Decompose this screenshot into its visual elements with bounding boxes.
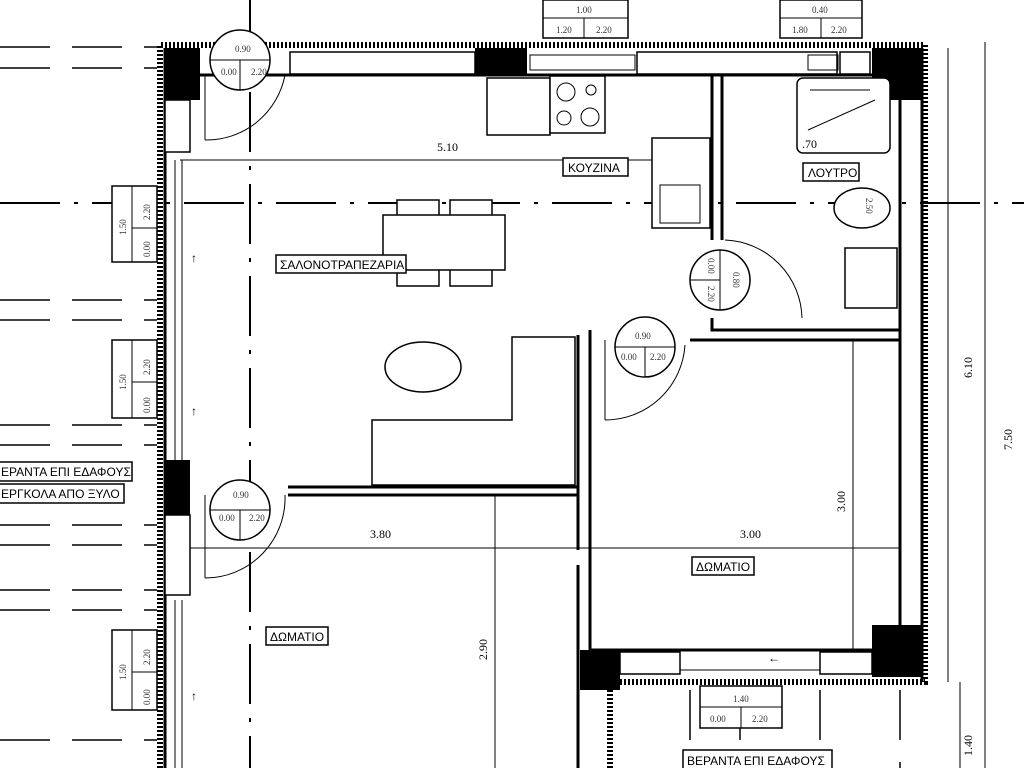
label-bedroom-right: ΔΩΜΑΤΙΟ [691, 556, 755, 576]
svg-text:1.50: 1.50 [118, 664, 128, 680]
bathroom-fixtures [796, 77, 898, 309]
svg-text:0.90: 0.90 [233, 490, 249, 500]
label-kitchen: ΚΟΥΖΙΝΑ [562, 157, 629, 177]
svg-text:ΒΕΡΑΝΤΑ ΕΠΙ ΕΔΑΦΟΥΣ: ΒΕΡΑΝΤΑ ΕΠΙ ΕΔΑΦΟΥΣ [687, 754, 825, 768]
pergola-lines [0, 46, 901, 768]
svg-text:0.00: 0.00 [621, 352, 637, 362]
window-tag-left-2: 1.50 2.20 0.00 [111, 339, 158, 419]
svg-text:1.50: 1.50 [118, 374, 128, 390]
svg-text:1.20: 1.20 [556, 25, 572, 35]
interior-walls [288, 75, 902, 768]
door-tag-bathroom: 0.80 0.00 2.20 [689, 249, 751, 311]
washbasin [844, 247, 898, 309]
svg-text:ΣΑΛΟΝΟΤΡΑΠΕΖΑΡΙΑ: ΣΑΛΟΝΟΤΡΑΠΕΖΑΡΙΑ [280, 258, 404, 272]
dim-left-room-width: 3.80 [370, 527, 391, 541]
svg-text:1.80: 1.80 [792, 25, 808, 35]
label-veranda-left: ΕΡΑΝΤΑ ΕΠΙ ΕΔΑΦΟΥΣ [0, 461, 133, 482]
coffee-table [384, 341, 462, 393]
svg-text:2.20: 2.20 [752, 714, 768, 724]
svg-text:0.90: 0.90 [235, 44, 251, 54]
svg-text:2.20: 2.20 [251, 67, 267, 77]
dim-kitchen-width: 5.10 [437, 140, 458, 154]
svg-text:1.00: 1.00 [576, 5, 592, 15]
door-swings [204, 74, 803, 579]
door-tag-bedroom-left: 0.90 0.00 2.20 [209, 479, 271, 541]
svg-text:0.00: 0.00 [706, 258, 716, 274]
svg-text:2.20: 2.20 [831, 25, 847, 35]
window-tag-bottom: 1.40 0.00 2.20 [699, 685, 783, 729]
svg-text:↑: ↑ [191, 251, 197, 265]
window-tag-left-1: 1.50 2.20 0.00 [111, 185, 158, 263]
svg-text:↑: ↑ [191, 404, 197, 418]
label-living-dining: ΣΑΛΟΝΟΤΡΑΠΕΖΑΡΙΑ [275, 254, 407, 274]
svg-text:2.20: 2.20 [142, 204, 152, 220]
svg-text:0.00: 0.00 [219, 513, 235, 523]
dim-7-50: 7.50 [1001, 429, 1015, 450]
kitchen-counter [486, 75, 711, 229]
dim-shower: .70 [802, 137, 817, 151]
door-tag-entry: 0.90 0.00 2.20 [209, 29, 271, 91]
window-tag-top-1: 1.00 1.20 2.20 [542, 0, 629, 39]
label-bathroom: ΛΟΥΤΡΟ [802, 162, 860, 182]
svg-text:ΔΩΜΑΤΙΟ: ΔΩΜΑΤΙΟ [270, 630, 324, 644]
window-tag-top-2: 0.40 1.80 2.20 [779, 0, 863, 39]
svg-text:0.00: 0.00 [142, 241, 152, 257]
svg-text:ΚΟΥΖΙΝΑ: ΚΟΥΖΙΝΑ [568, 161, 620, 175]
svg-text:2.20: 2.20 [142, 649, 152, 665]
svg-text:1.40: 1.40 [733, 694, 749, 704]
label-bedroom-left: ΔΩΜΑΤΙΟ [265, 626, 329, 646]
window-tag-left-3: 1.50 2.20 0.00 [111, 629, 158, 711]
svg-text:2.20: 2.20 [650, 352, 666, 362]
svg-text:2.20: 2.20 [706, 286, 716, 302]
svg-text:0.90: 0.90 [635, 331, 651, 341]
svg-text:ΛΟΥΤΡΟ: ΛΟΥΤΡΟ [808, 166, 857, 180]
exterior-walls [157, 42, 928, 768]
dim-wc: 2.50 [864, 198, 874, 214]
svg-text:ΔΩΜΑΤΙΟ: ΔΩΜΑΤΙΟ [696, 560, 750, 574]
sofa [371, 336, 576, 486]
label-veranda-bottom: ΒΕΡΑΝΤΑ ΕΠΙ ΕΔΑΦΟΥΣ [682, 749, 833, 768]
svg-text:↑: ↑ [191, 689, 197, 703]
svg-text:ΕΡΑΝΤΑ ΕΠΙ ΕΔΑΦΟΥΣ: ΕΡΑΝΤΑ ΕΠΙ ΕΔΑΦΟΥΣ [1, 465, 131, 479]
stove [549, 75, 606, 134]
direction-arrows: ↑ ↑ ↑ ← [191, 251, 780, 703]
svg-text:2.20: 2.20 [142, 359, 152, 375]
svg-text:0.40: 0.40 [812, 5, 828, 15]
toilet [833, 187, 891, 229]
dim-right-room-depth: 3.00 [834, 491, 848, 512]
dim-right-room-width: 3.00 [740, 527, 761, 541]
svg-text:0.00: 0.00 [142, 689, 152, 705]
dim-6-10: 6.10 [961, 357, 975, 378]
label-pergola-left: ΕΡΓΚΟΛΑ ΑΠΟ ΞΥΛΟ [0, 483, 125, 504]
svg-text:0.00: 0.00 [221, 67, 237, 77]
svg-text:0.00: 0.00 [710, 714, 726, 724]
svg-text:1.50: 1.50 [118, 219, 128, 235]
svg-text:ΕΡΓΚΟΛΑ ΑΠΟ ΞΥΛΟ: ΕΡΓΚΟΛΑ ΑΠΟ ΞΥΛΟ [1, 487, 120, 501]
svg-text:0.80: 0.80 [731, 272, 741, 288]
svg-text:0.00: 0.00 [142, 397, 152, 413]
dim-1-40: 1.40 [961, 735, 975, 756]
svg-text:2.20: 2.20 [249, 513, 265, 523]
shower [796, 77, 891, 154]
svg-text:←: ← [768, 651, 780, 665]
dim-left-room-depth: 2.90 [476, 639, 490, 660]
sink [651, 137, 711, 229]
svg-text:2.20: 2.20 [596, 25, 612, 35]
door-tag-bedroom-right: 0.90 0.00 2.20 [614, 316, 676, 378]
